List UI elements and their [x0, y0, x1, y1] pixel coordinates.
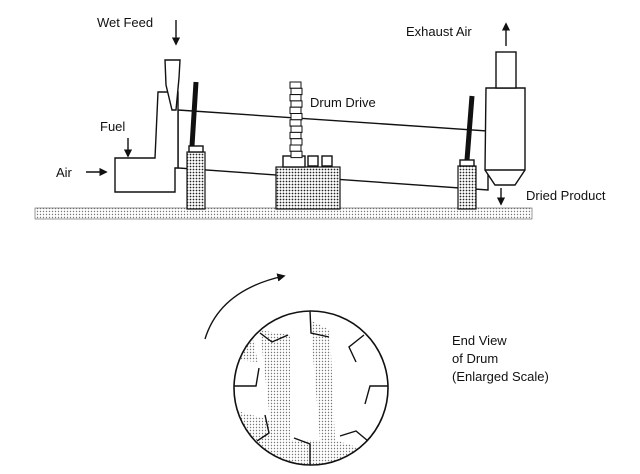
label-wet-feed: Wet Feed [97, 15, 153, 30]
label-air: Air [56, 165, 73, 180]
rotation-arrow [204, 273, 286, 340]
drive-gear [289, 81, 303, 159]
drum-material [234, 320, 360, 465]
gear-tooth [290, 125, 303, 133]
label-end-view-2: of Drum [452, 351, 498, 366]
label-fuel: Fuel [100, 119, 125, 134]
feed-chute [164, 59, 181, 111]
feed-hood [114, 91, 179, 193]
left-pier [186, 151, 206, 210]
drum-end-view [233, 310, 389, 466]
gear-tooth [289, 94, 302, 102]
exhaust-stack [495, 51, 517, 89]
label-end-view-3: (Enlarged Scale) [452, 369, 549, 384]
gear-tooth [289, 106, 302, 114]
label-dried-product: Dried Product [526, 188, 606, 203]
left-riding-ring [189, 81, 199, 147]
drive-base [275, 166, 341, 210]
flights [234, 310, 388, 465]
gear-tooth [290, 100, 303, 108]
label-exhaust-air: Exhaust Air [406, 24, 472, 39]
drive-gearbox-2 [321, 155, 333, 167]
gear-tooth [289, 81, 302, 89]
label-end-view-1: End View [452, 333, 507, 348]
gear-tooth [289, 119, 302, 127]
gear-tooth [290, 113, 303, 121]
gear-tooth [290, 138, 303, 146]
drive-gearbox-1 [307, 155, 319, 167]
gear-tooth [290, 150, 303, 159]
gear-tooth [289, 131, 302, 140]
gear-tooth [289, 144, 302, 152]
right-pier [457, 165, 477, 210]
left-roller [188, 145, 204, 153]
right-roller [459, 159, 475, 167]
gear-tooth [290, 87, 303, 96]
label-drum-drive: Drum Drive [310, 95, 376, 110]
ground [34, 207, 533, 220]
right-riding-ring [464, 95, 475, 161]
